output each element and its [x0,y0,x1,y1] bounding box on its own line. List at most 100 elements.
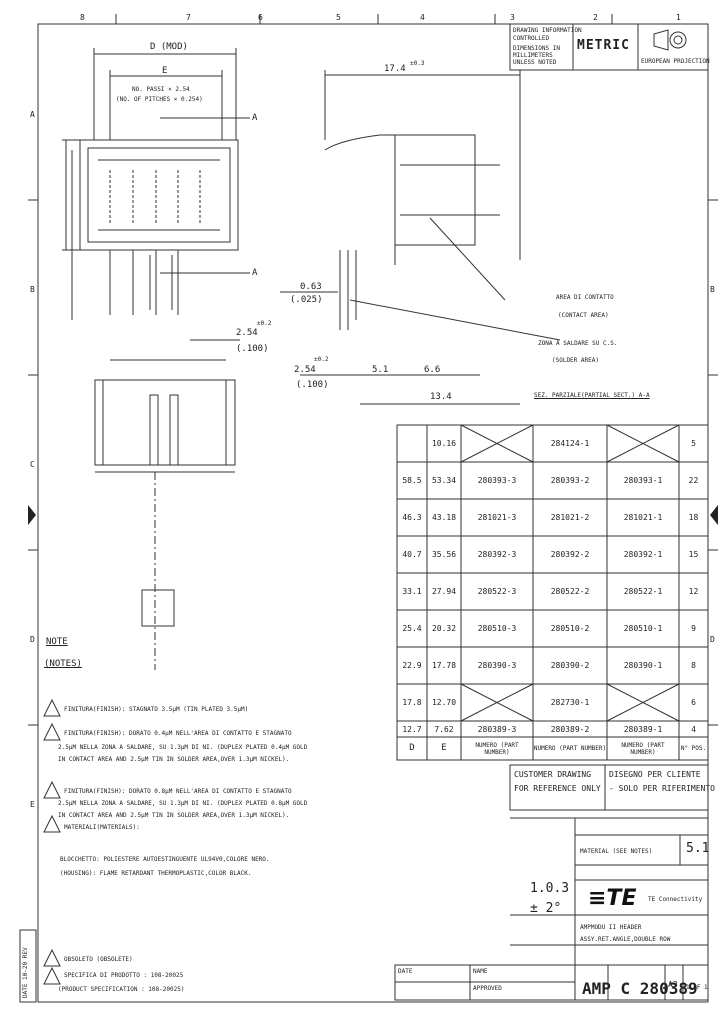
name-label: NAME [473,968,488,975]
dim-5-1: 5.1 [372,365,389,375]
table-cell-e: 53.34 [431,476,457,485]
border-col-label: 5 [336,13,341,22]
info-line: DIMENSIONS IN [513,45,560,52]
note-4: MATERIALI(MATERIALS): [64,824,140,831]
table-cell-e: 12.70 [431,698,457,707]
table-cell-a: 280522-3 [477,587,517,596]
dim-pin-width-in: (.025) [290,295,323,305]
table-cell-n: 4 [691,724,696,734]
customer-drawing: CUSTOMER DRAWING [514,770,592,779]
table-cell-c: 281021-1 [623,513,663,522]
disegno-cliente: DISEGNO PER CLIENTE [609,770,701,779]
table-cell-b: 280522-2 [550,587,590,596]
note-4-housing: BLOCCHETTO: POLIESTERE AUTOESTINGUENTE U… [60,856,270,863]
table-cell-e: 10.16 [431,439,457,448]
border-row-label: B [710,285,715,294]
dim-side-width: 17.4 [384,64,406,74]
border-col-label: 1 [676,13,681,22]
notes-title: NOTE [46,637,68,647]
contact-area-label-en: (CONTACT AREA) [558,312,609,319]
table-cell-c: 280389-1 [623,724,663,734]
table-cell-b: 280393-2 [550,476,590,485]
note-5: OBSOLETO (OBSOLETE) [64,956,133,963]
dim-pitch-en: (NO. OF PITCHES × 0.254) [116,96,203,103]
info-line: MILLIMETERS [513,52,553,59]
dim-pitch-it: NO. PASSI × 2.54 [132,86,190,93]
border-row-label: B [30,285,35,294]
table-cell-b: 280389-2 [550,724,590,734]
border-row-label: C [30,460,35,469]
table-cell-c: 280510-1 [623,624,663,633]
section-marker-a: A [252,113,258,123]
tolerance-2: ± 2° [530,901,562,916]
projection-symbol-icon [653,29,687,51]
table-cell-b: 284124-1 [550,439,590,448]
approved-label: APPROVED [473,985,502,992]
notes-title-en: (NOTES) [44,659,82,669]
note-3-line-2: 2.5μM NELLA ZONA A SALDARE, SU 1.3μM DI … [58,800,308,807]
table-cell-e: 35.56 [431,550,457,559]
border-row-label: D [710,635,715,644]
table-cell-b: 280510-2 [550,624,590,633]
table-header-a: NUMERO (PART NUMBER) [475,741,519,756]
table-header-c: NUMERO (PART NUMBER) [621,741,665,756]
dim-pitch-in: (.100) [236,344,269,354]
description-2: ASSY.RET.ANGLE,DOUBLE ROW [580,936,671,943]
dim-6-6: 6.6 [424,365,441,375]
description-1: AMPMODU II HEADER [580,924,642,931]
note-4-housing-en: (HOUSING): FLAME RETARDANT THERMOPLASTIC… [60,870,252,877]
table-cell-n: 15 [688,550,699,559]
table-cell-n: 5 [691,439,696,448]
note-2-line-1: FINITURA(FINISH): DORATO 0.4μM NELL'AREA… [64,730,292,737]
company-name: TE Connectivity [648,896,703,903]
table-cell-d: 40.7 [402,550,422,559]
part-number: AMP C 280389 [582,979,698,998]
disegno-cliente-en: - SOLO PER RIFERIMENTO [609,784,715,793]
info-line: CONTROLLED [513,35,550,42]
border-col-label: 2 [593,13,598,22]
note-3-line-3: IN CONTACT AREA AND 2.5μM TIN IN SOLDER … [58,812,290,819]
table-header-d: D [409,743,415,753]
table-cell-e: 17.78 [431,661,457,670]
dim-13-4: 13.4 [430,392,452,402]
table-cell-e: 43.18 [431,513,457,522]
table-cell-n: 18 [688,513,699,522]
dim-pitch-side-in: (.100) [296,380,329,390]
table-cell-n: 6 [691,698,696,707]
table-cell-d: 58.5 [402,476,422,485]
border-col-label: 7 [186,13,191,22]
table-cell-b: 282730-1 [550,698,590,707]
sheet-size: A3 [668,980,678,989]
table-cell-d: 22.9 [402,661,422,670]
table-cell-c: 280392-1 [623,550,663,559]
table-cell-n: 8 [691,661,696,670]
border-row-label: E [30,800,35,809]
table-header-b: NUMERO (PART NUMBER) [533,745,607,752]
table-cell-a: 280392-3 [477,550,517,559]
table-cell-a: 281021-3 [477,513,517,522]
table-header-e: E [441,743,447,753]
table-cell-d: 33.1 [402,587,422,596]
border-col-label: 8 [80,13,85,22]
dim-pitch-tol: ±0.2 [257,320,272,327]
section-marker-a: A [252,268,258,278]
table-cell-c: 280390-1 [623,661,663,670]
contact-area-label: AREA DI CONTATTO [556,294,614,301]
note-1: FINITURA(FINISH): STAGNATO 3.5μM (TIN PL… [64,706,249,713]
solder-area-label-en: (SOLDER AREA) [552,357,599,364]
dim-pitch-side: 2.54 [294,365,316,375]
dim-tol: ±0.3 [410,60,425,67]
table-cell-d: 17.8 [402,698,422,707]
table-cell-a: 280510-3 [477,624,517,633]
note-2-line-2: 2.5μM NELLA ZONA A SALDARE, SU 1.3μM DI … [58,744,308,751]
table-cell-e: 27.94 [431,587,457,596]
dim-e: E [162,66,168,76]
info-line: DRAWING INFORMATION [513,27,582,34]
table-cell-d: 46.3 [402,513,422,522]
border-row-label: A [30,110,35,119]
border-col-label: 3 [510,13,515,22]
weight-value: 5.1 [686,841,710,856]
material-label: MATERIAL (SEE NOTES) [580,848,653,855]
